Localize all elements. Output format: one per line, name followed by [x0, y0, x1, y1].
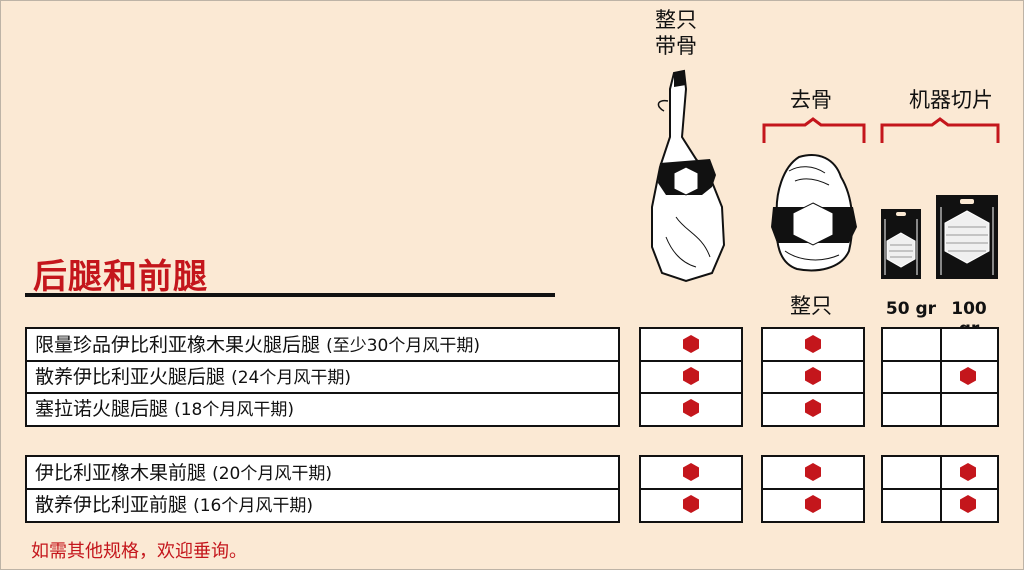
bone-in-ham-icon: [651, 69, 726, 283]
available-marker-s100: [960, 463, 976, 481]
sliced-table-2: [881, 455, 999, 523]
product-name-4: 散养伊比利亚前腿 (16个月风干期): [35, 494, 313, 516]
title-underline: [25, 293, 555, 297]
col-head-sliced: 机器切片: [909, 88, 993, 112]
product-row: 伊比利亚橡木果前腿 (20个月风干期): [27, 457, 618, 489]
available-marker-whole: [683, 335, 699, 353]
product-row: 塞拉诺火腿后腿 (18个月风干期): [27, 393, 618, 425]
footer-note: 如需其他规格，欢迎垂询。: [31, 541, 247, 562]
col-head-boneless: 去骨: [790, 88, 832, 112]
available-marker-whole: [683, 399, 699, 417]
sliced-table-1: [881, 327, 999, 427]
product-name-3: 伊比利亚橡木果前腿 (20个月风干期): [35, 462, 332, 484]
names-table-1: 限量珍品伊比利亚橡木果火腿后腿 (至少30个月风干期) 散养伊比利亚火腿后腿 (…: [25, 327, 620, 427]
section-title: 后腿和前腿: [33, 257, 208, 297]
available-marker-whole: [683, 463, 699, 481]
names-table-2: 伊比利亚橡木果前腿 (20个月风干期) 散养伊比利亚前腿 (16个月风干期): [25, 455, 620, 523]
available-marker-whole: [683, 367, 699, 385]
product-name-1: 散养伊比利亚火腿后腿 (24个月风干期): [35, 366, 351, 388]
product-row: 散养伊比利亚前腿 (16个月风干期): [27, 489, 618, 521]
col-head-whole: 整只 带骨: [641, 7, 711, 59]
sliced-pack-small-icon: [881, 209, 921, 279]
available-marker-whole: [683, 495, 699, 513]
available-marker-boneless: [805, 335, 821, 353]
bracket-sliced: [880, 117, 1000, 143]
boneless-sub-label: 整只: [790, 294, 832, 318]
product-name-2: 塞拉诺火腿后腿 (18个月风干期): [35, 398, 294, 420]
sliced-pack-large-icon: [936, 195, 998, 279]
available-marker-boneless: [805, 495, 821, 513]
col-head-whole-line1: 整只: [655, 8, 697, 32]
available-marker-boneless: [805, 399, 821, 417]
available-marker-boneless: [805, 463, 821, 481]
product-name-0: 限量珍品伊比利亚橡木果火腿后腿 (至少30个月风干期): [35, 334, 480, 356]
product-row: 散养伊比利亚火腿后腿 (24个月风干期): [27, 361, 618, 393]
size-50gr-label: 50 gr: [885, 299, 937, 319]
product-row: 限量珍品伊比利亚橡木果火腿后腿 (至少30个月风干期): [27, 329, 618, 361]
bracket-boneless: [762, 117, 866, 143]
boneless-ham-icon: [771, 154, 857, 272]
col-head-whole-line2: 带骨: [655, 34, 697, 58]
available-marker-s100: [960, 367, 976, 385]
available-marker-s100: [960, 495, 976, 513]
available-marker-boneless: [805, 367, 821, 385]
